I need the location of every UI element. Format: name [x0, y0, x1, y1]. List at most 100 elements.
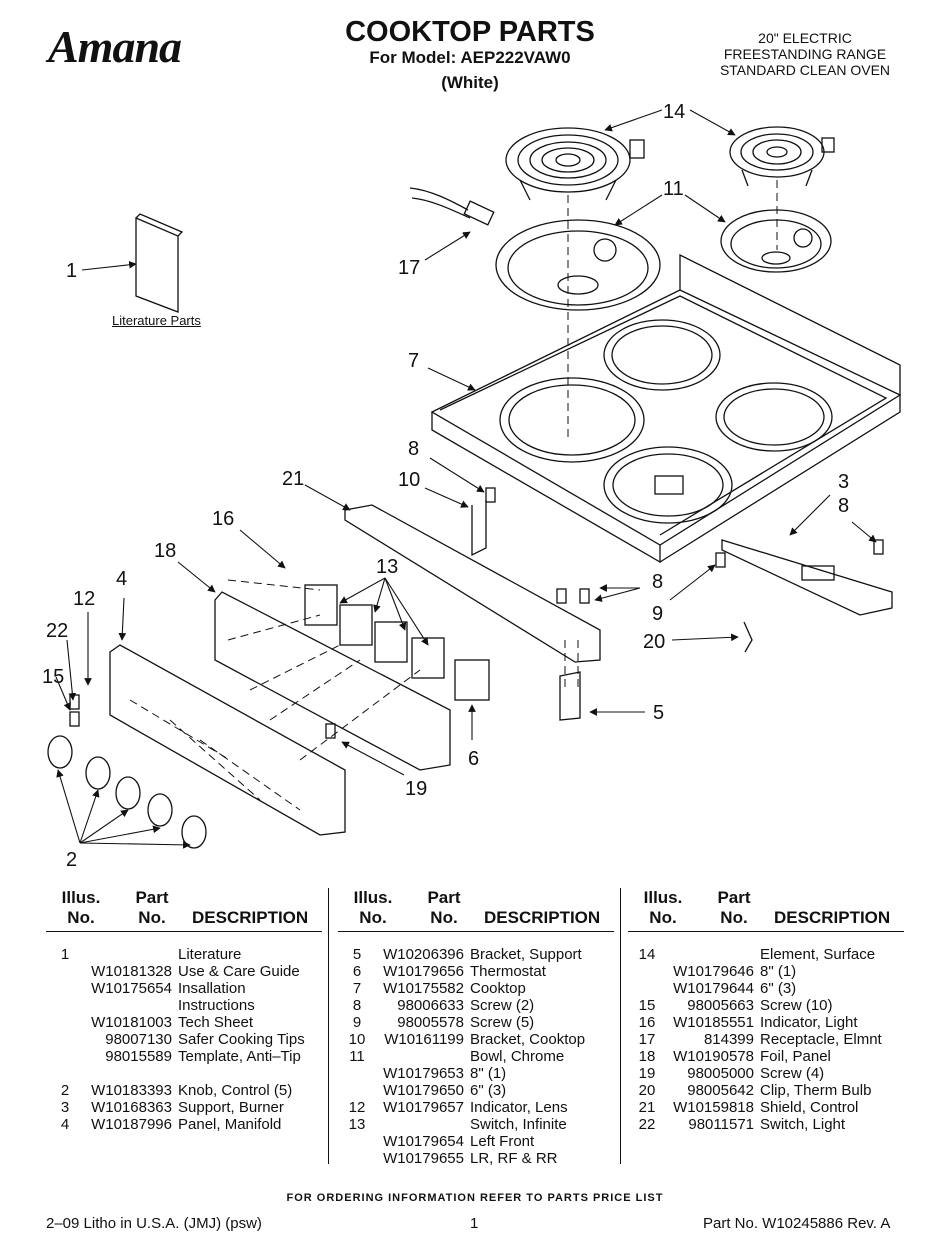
product-description: 20" ELECTRIC FREESTANDING RANGE STANDARD… — [700, 30, 910, 78]
literature-booklet — [135, 213, 184, 313]
callout-9: 9 — [652, 603, 663, 625]
infinite-switch — [304, 584, 338, 626]
illus-no — [46, 1031, 84, 1048]
illus-no: 4 — [60, 1116, 70, 1133]
description: Template, Anti–Tip — [178, 1048, 301, 1065]
column-divider — [620, 888, 621, 1164]
callout-20: 20 — [643, 631, 665, 653]
description: 8" (1) — [760, 963, 797, 980]
exploded-parts-diagram: 14 11 1 17 7 8 10 21 3 8 16 13 18 4 12 8… — [42, 101, 902, 871]
part-no: W10183393 — [91, 1082, 172, 1099]
part-no: 814399 — [703, 1031, 754, 1048]
callout-1: 1 — [66, 260, 77, 282]
part-no: W10168363 — [91, 1099, 172, 1116]
illus-no: 9 — [352, 1014, 362, 1031]
description: Insallation — [178, 980, 246, 997]
table-row: 17 814399 Receptacle, Elmnt — [628, 1031, 904, 1048]
callout-19: 19 — [405, 778, 427, 800]
callout-16: 16 — [212, 508, 234, 530]
color-line: (White) — [441, 73, 499, 92]
page-title: COOKTOP PARTS — [345, 16, 595, 48]
ordering-info: FOR ORDERING INFORMATION REFER TO PARTS … — [286, 1192, 664, 1204]
header-no: No. — [649, 908, 677, 927]
description: Panel, Manifold — [178, 1116, 282, 1133]
table-row — [46, 1065, 322, 1082]
description: Support, Burner — [178, 1099, 284, 1116]
control-shield — [344, 504, 601, 663]
illus-no — [628, 963, 666, 980]
model-line: For Model: AEP222VAW0 — [369, 48, 571, 67]
part-no: W10175654 — [91, 980, 172, 997]
illus-no: 2 — [60, 1082, 70, 1099]
part-no: W10181003 — [91, 1014, 172, 1031]
part-no — [376, 1048, 470, 1065]
drip-bowl-large — [495, 219, 661, 311]
illus-no — [628, 980, 666, 997]
burner-support — [721, 539, 893, 616]
callout-numbers: 14 11 1 17 7 8 10 21 3 8 16 13 18 4 12 8… — [42, 101, 849, 871]
part-no: W10185551 — [673, 1014, 754, 1031]
part-no: 98006633 — [397, 997, 464, 1014]
description: Safer Cooking Tips — [178, 1031, 305, 1048]
illus-no: 8 — [352, 997, 362, 1014]
description: Left Front — [470, 1133, 535, 1150]
part-no: W10179653 — [383, 1065, 464, 1082]
illus-no — [46, 1048, 84, 1065]
callout-11: 11 — [663, 178, 684, 200]
description: Thermostat — [470, 963, 546, 980]
brand-logo: Amana — [48, 21, 182, 72]
table-row: 13 Switch, Infinite — [338, 1116, 614, 1133]
illus-no: 18 — [638, 1048, 656, 1065]
illus-no — [46, 980, 84, 997]
callout-22: 22 — [46, 620, 68, 642]
description: Foil, Panel — [760, 1048, 831, 1065]
description: Receptacle, Elmnt — [760, 1031, 882, 1048]
document-part-number: Part No. W10245886 Rev. A — [703, 1215, 891, 1232]
description: Bracket, Cooktop — [470, 1031, 586, 1048]
illus-no: 3 — [60, 1099, 70, 1116]
product-line-2: FREESTANDING RANGE — [723, 46, 887, 62]
callout-18: 18 — [154, 540, 176, 562]
part-no — [84, 1065, 178, 1082]
callout-13: 13 — [376, 556, 398, 578]
illus-no: 6 — [352, 963, 362, 980]
callout-14: 14 — [663, 101, 685, 123]
part-no: W10181328 — [91, 963, 172, 980]
therm-bulb-clip — [743, 621, 753, 653]
header-part-no: No. — [138, 908, 166, 927]
illus-no — [338, 1150, 376, 1167]
description: 6" (3) — [470, 1082, 507, 1099]
thermostat — [454, 659, 490, 701]
illus-no: 12 — [348, 1099, 366, 1116]
header-part: Part — [135, 888, 169, 907]
description — [178, 1065, 182, 1082]
header-description: DESCRIPTION — [484, 908, 601, 927]
illus-no — [338, 1065, 376, 1082]
header-part: Part — [717, 888, 751, 907]
part-no: W10179655 — [383, 1150, 464, 1167]
product-line-1: 20" ELECTRIC — [758, 30, 852, 46]
illus-no: 17 — [638, 1031, 656, 1048]
header-illus: Illus. — [353, 888, 393, 907]
illus-no: 14 — [638, 946, 656, 963]
illus-no: 7 — [352, 980, 362, 997]
part-no: 98011571 — [688, 1116, 754, 1133]
callout-4: 4 — [116, 568, 127, 590]
part-no — [376, 1116, 470, 1133]
part-no: W10206396 — [383, 946, 464, 963]
description: Switch, Infinite — [470, 1116, 567, 1133]
